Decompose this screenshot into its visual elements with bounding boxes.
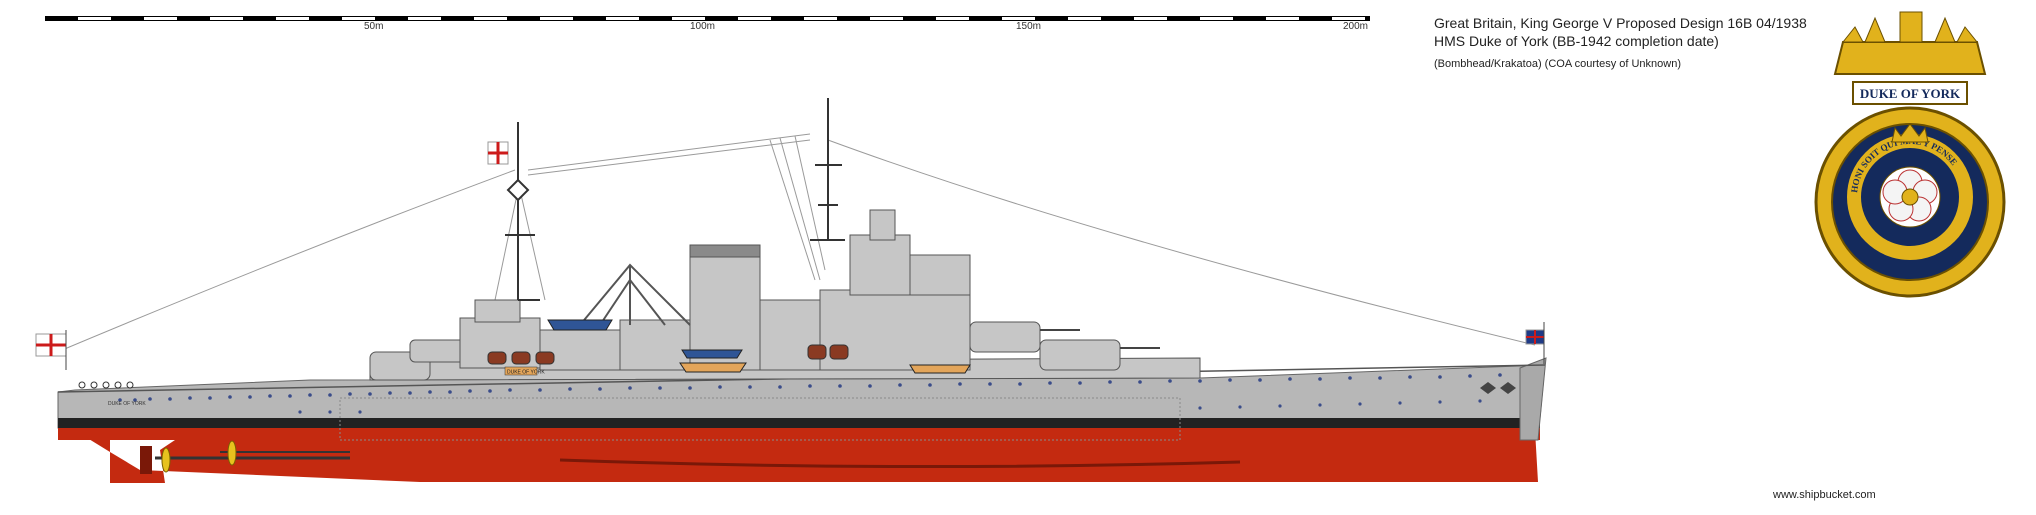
masts [505,98,845,301]
stern-scuttles [78,381,134,389]
boot-topping-stripe [58,418,1540,429]
hull-red-underwater [58,420,1538,483]
scale-label-200m: 200m [1343,21,1369,32]
bilge-keel [559,458,1241,469]
scale-label-50m: 50m [364,21,384,32]
design-title: Great Britain, King George V Proposed De… [1434,15,1807,31]
forward-superfiring-turret [969,321,1041,353]
badge-ribbon [1852,81,1968,105]
title-block: Great Britain, King George V Proposed De… [1434,14,1854,72]
rigging-lines [54,133,1536,354]
scale-bar-segments [45,16,1370,21]
flags [35,141,1545,370]
superstructure [369,209,1201,381]
bridge-tower [849,234,911,296]
nameplate: DUKE OF YORK [507,370,545,376]
scale-label-100m: 100m [690,21,716,32]
author-credit: (Bombhead/Krakatoa) (COA courtesy of Unk… [1434,58,1682,70]
portholes [118,373,1502,414]
forward-turret [1039,339,1121,371]
tudor-rose [1879,166,1941,228]
ship-subtitle: HMS Duke of York (BB-1942 completion dat… [1434,33,1719,49]
scale-bar [45,16,1370,21]
ship-drawing: DUKE OF YORK DUKE OF YORK [35,98,1547,483]
naval-crown [1833,11,1987,75]
hull [57,357,1547,483]
stern-name: DUKE OF YORK [108,401,146,407]
bow-rake [1519,357,1547,441]
anchor-hawse [1480,382,1516,394]
ship-badge: DUKE OF YORK HONI SOIT QUI MAL Y PENSE [1814,11,2006,298]
superstructure-windows [487,344,849,365]
aft-superfiring-turret [409,339,466,363]
waterline-stripe [58,428,1540,440]
aircraft-crane [579,263,691,326]
site-credit: www.shipbucket.com [1773,489,1876,501]
ships-boats [547,319,971,374]
badge-ribbon-text: DUKE OF YORK [1860,86,1961,101]
scale-label-150m: 150m [1016,21,1042,32]
propellers [140,440,350,474]
